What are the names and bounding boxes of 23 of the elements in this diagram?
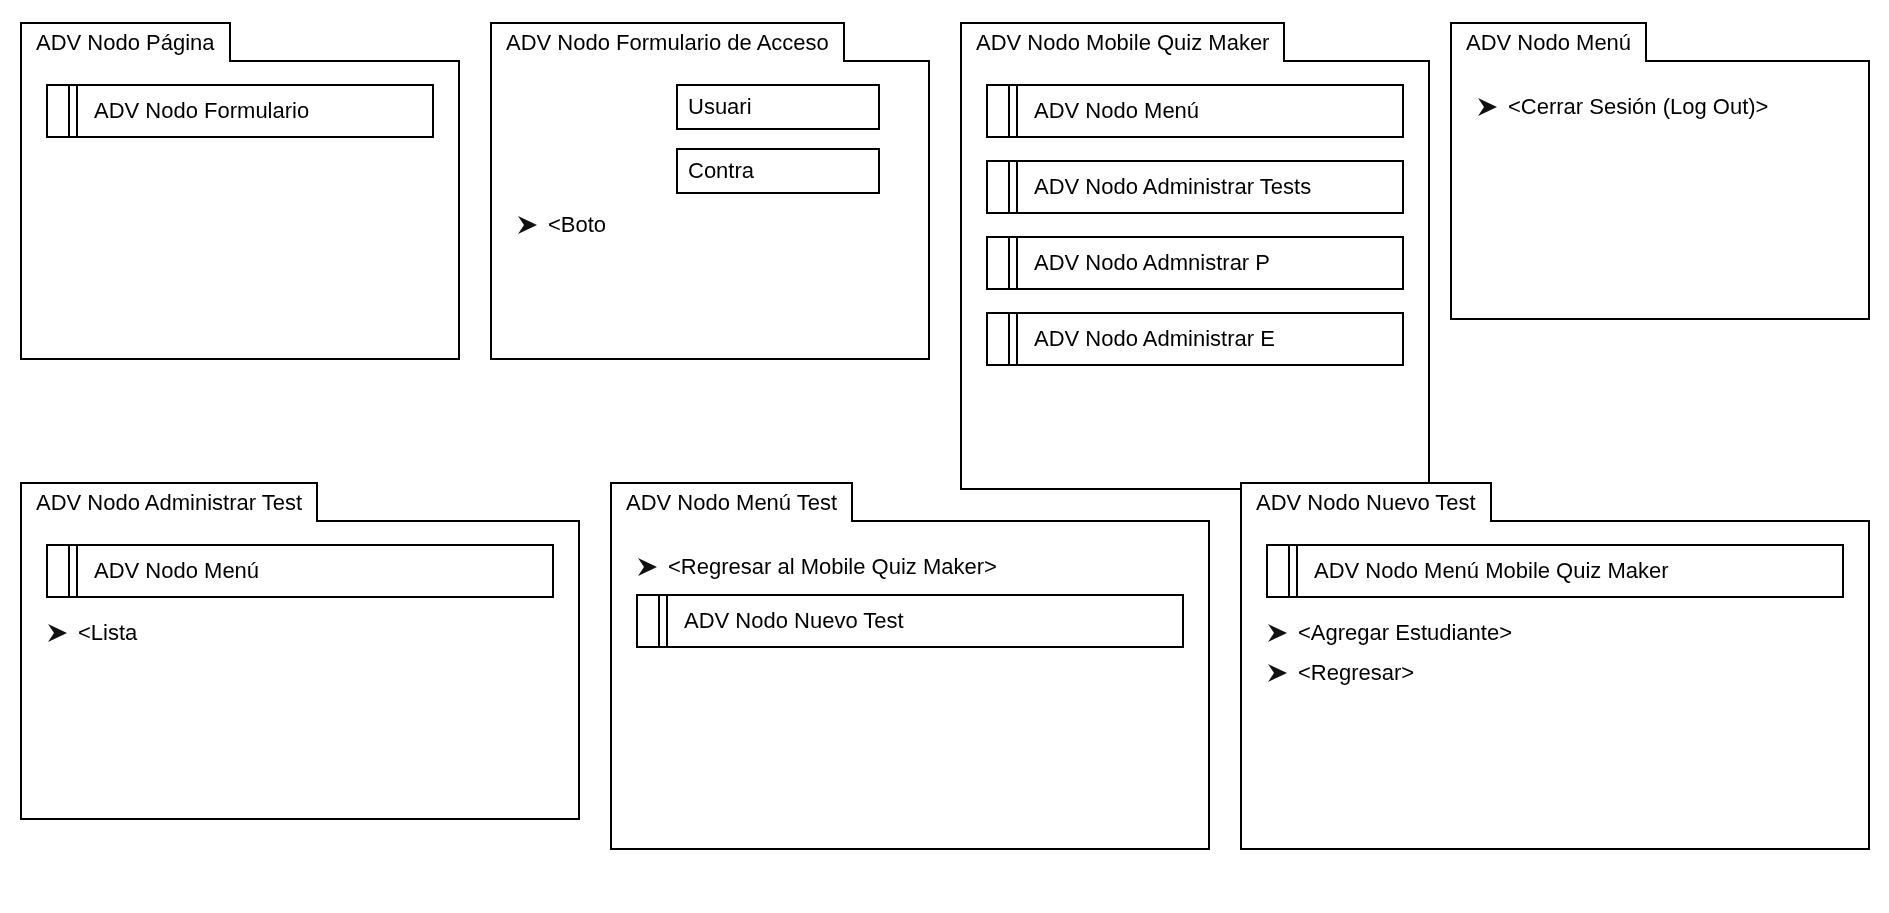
window-tab-title: ADV Nodo Nuevo Test <box>1240 482 1492 522</box>
window-tab-title: ADV Nodo Formulario de Acceso <box>490 22 845 62</box>
window-tab-title: ADV Nodo Mobile Quiz Maker <box>960 22 1286 62</box>
window-tab-title: ADV Nodo Menú <box>1450 22 1648 62</box>
subpage-box: ADV Nodo Menú <box>986 84 1404 138</box>
subpage-box: ADV Nodo Nuevo Test <box>636 594 1184 648</box>
input-field: Usuari <box>676 84 880 130</box>
link-text: <Agregar Estudiante> <box>1298 620 1513 646</box>
link-text: <Cerrar Sesión (Log Out)> <box>1508 94 1769 120</box>
link-text: <Boto <box>548 212 607 238</box>
link-text: <Regresar> <box>1298 660 1415 686</box>
subpage-box: ADV Nodo Menú Mobile Quiz Maker <box>1266 544 1844 598</box>
subpage-box: ADV Nodo Formulario <box>46 84 434 138</box>
subpage-box: ADV Nodo Administrar E <box>986 312 1404 366</box>
input-field: Contra <box>676 148 880 194</box>
subpage-box: ADV Nodo Admnistrar P <box>986 236 1404 290</box>
subpage-box: ADV Nodo Menú <box>46 544 554 598</box>
window-tab-title: ADV Nodo Administrar Test <box>20 482 319 522</box>
link-text: <Regresar al Mobile Quiz Maker> <box>668 554 997 580</box>
subpage-box: ADV Nodo Administrar Tests <box>986 160 1404 214</box>
window-tab-title: ADV Nodo Página <box>20 22 231 62</box>
window-tab-title: ADV Nodo Menú Test <box>610 482 854 522</box>
link-text: <Lista <box>78 620 138 646</box>
